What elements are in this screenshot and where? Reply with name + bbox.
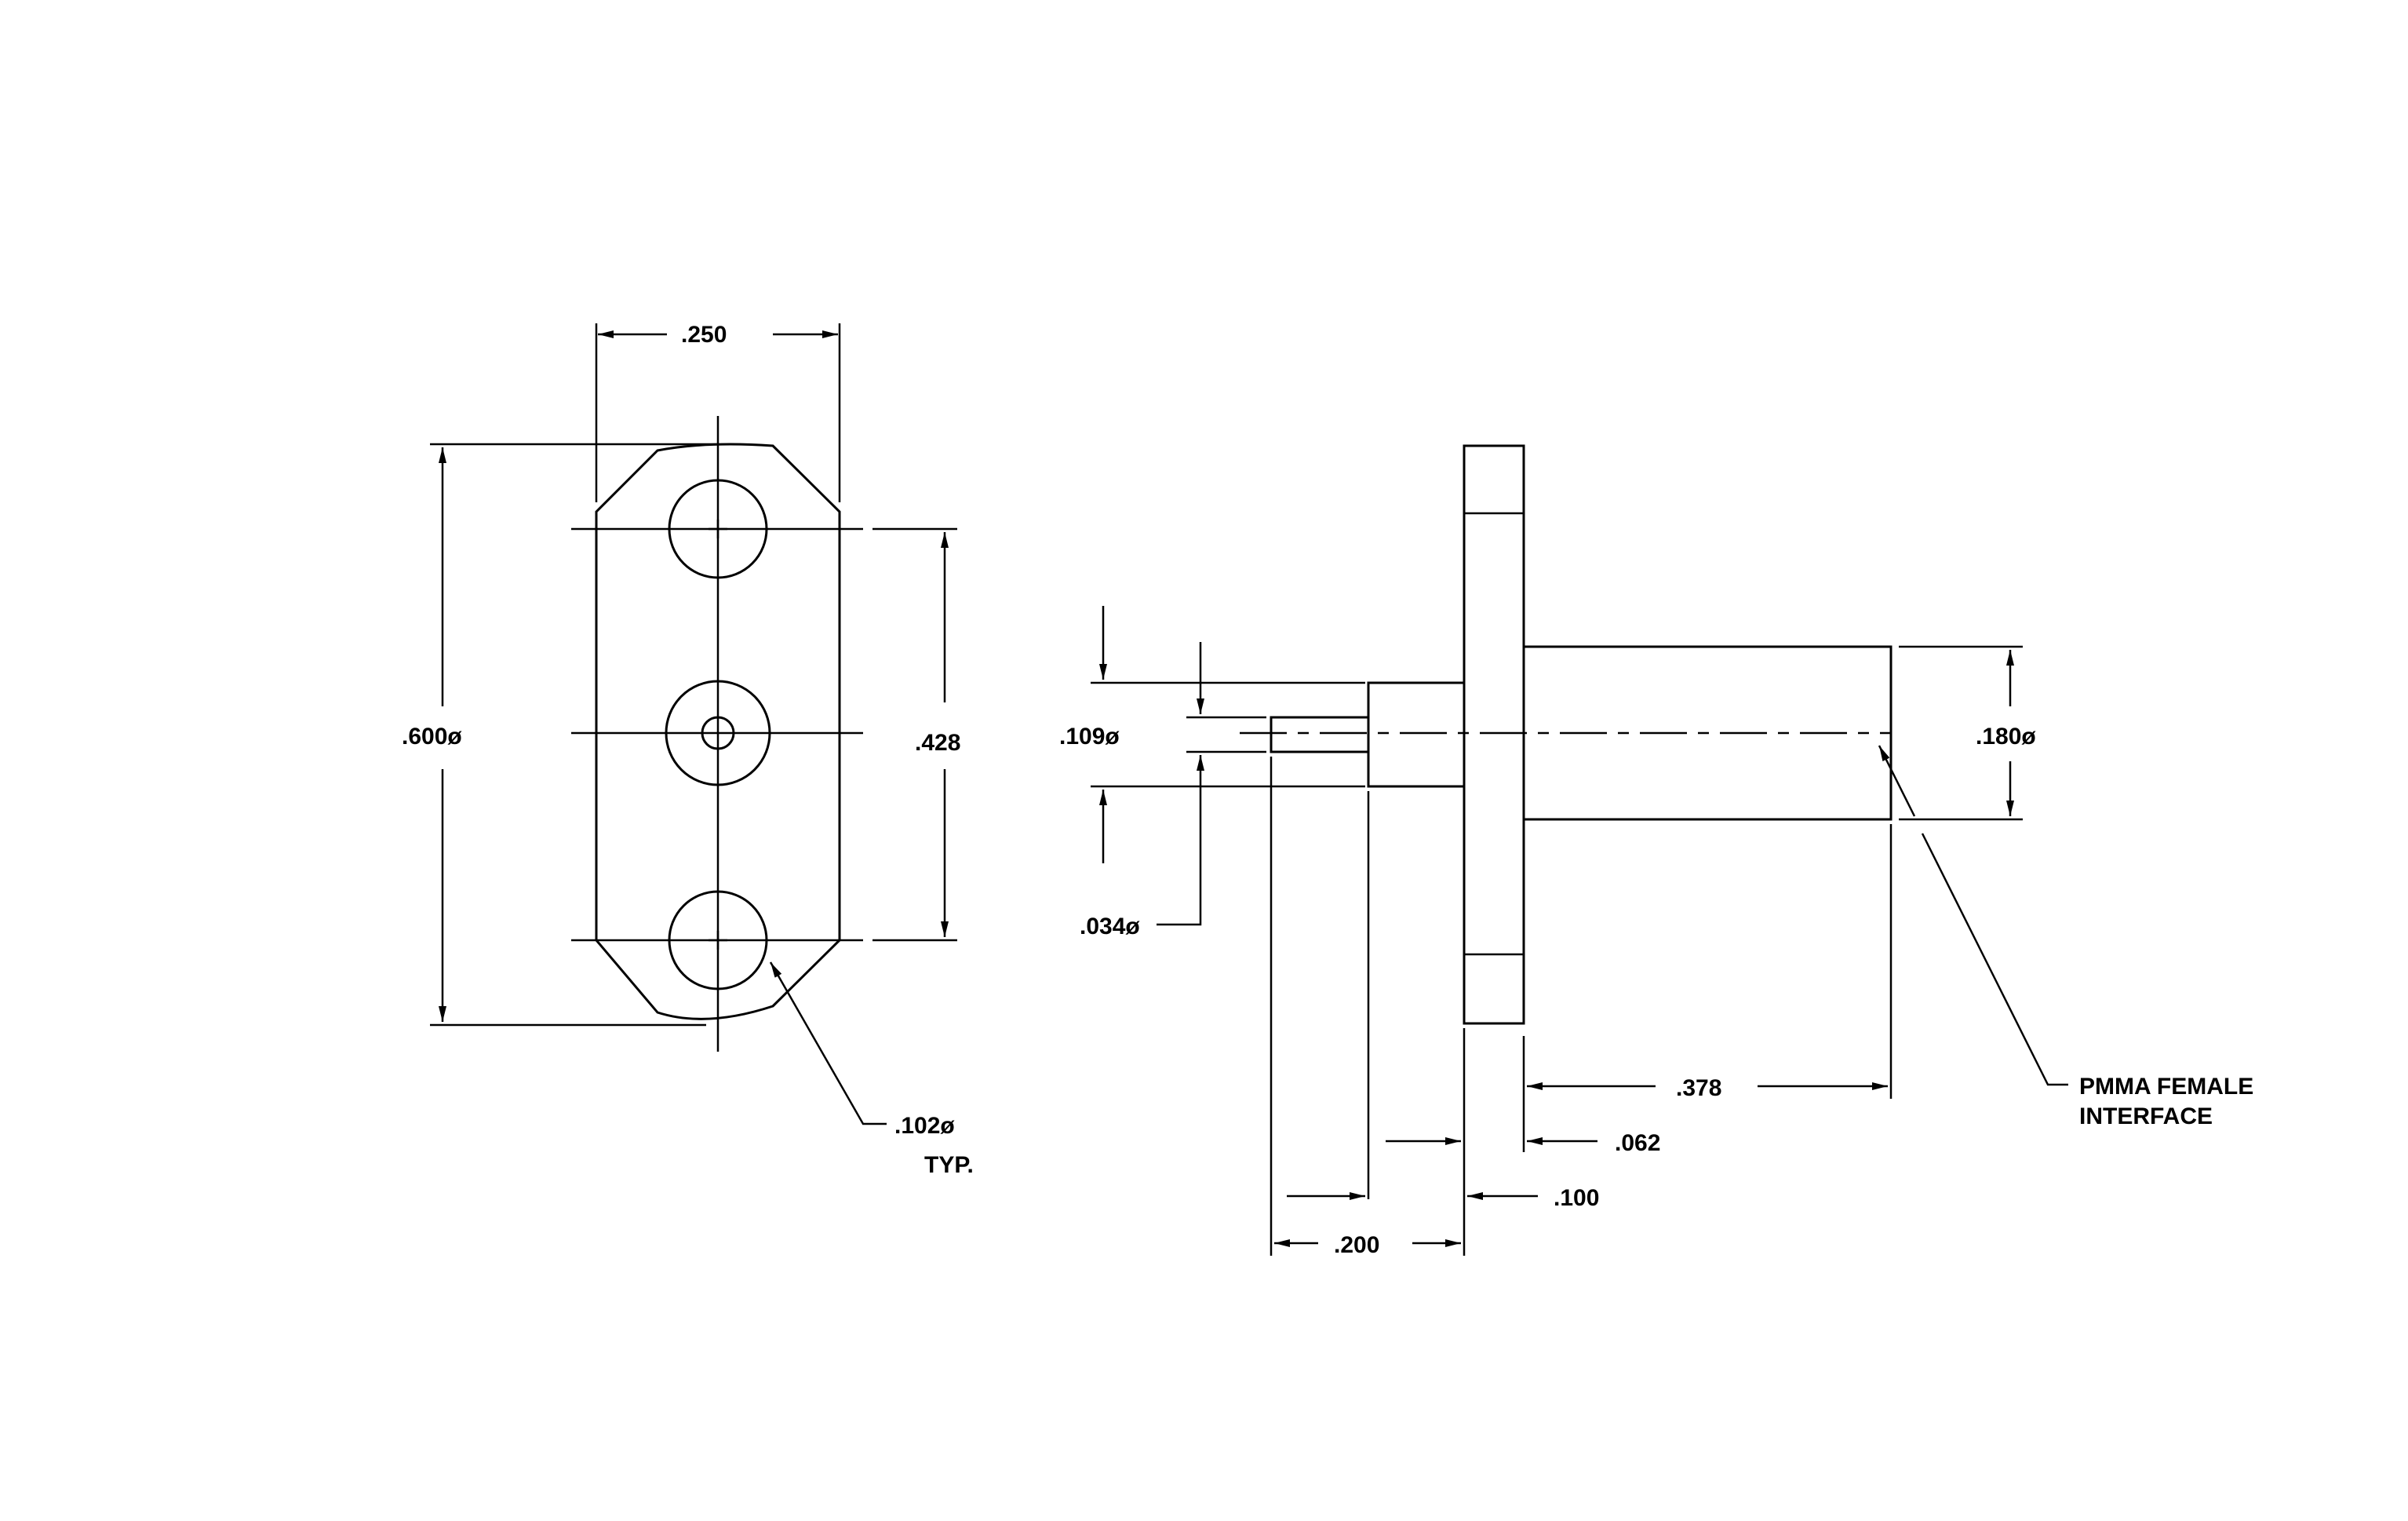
callout-line1: PMMA FEMALE (2079, 1074, 2253, 1100)
hole-spacing-label: .428 (915, 730, 960, 756)
hole-diameter-leader (769, 961, 887, 1125)
bottom-mounting-hole (668, 890, 768, 990)
pin-body-length-label: .100 (1554, 1185, 1599, 1211)
pin-body-diameter-label: .109ø (1059, 724, 1120, 750)
interface-callout-leader (1921, 833, 2068, 1086)
pin-total-length-label: .200 (1334, 1232, 1379, 1258)
width-dim-label: .250 (681, 322, 727, 348)
interface-diameter-label: .180ø (1976, 724, 2036, 750)
interface-length-label: .378 (1676, 1075, 1721, 1101)
side-view: .109ø .034ø .180ø .378 .062 .100 (1059, 444, 2253, 1258)
flange-thickness-label: .062 (1615, 1130, 1660, 1156)
pin-tip-dim-bottom (1157, 755, 1204, 926)
hole-diameter-note: TYP. (924, 1152, 974, 1178)
callout-line2: INTERFACE (2079, 1103, 2213, 1129)
hole-diameter-label: .102ø (894, 1113, 955, 1139)
pin-body (1367, 681, 1466, 788)
outer-diameter-label: .600ø (402, 724, 462, 750)
flange-side (1463, 444, 1525, 1025)
front-view: .250 .600ø .428 .102ø TYP. (402, 322, 974, 1178)
center-contact-hole (665, 680, 771, 786)
pin-tip-diameter-label: .034ø (1080, 914, 1140, 939)
top-mounting-hole (668, 479, 768, 579)
pin-tip (1270, 716, 1370, 753)
center-contact-pin (701, 716, 735, 750)
